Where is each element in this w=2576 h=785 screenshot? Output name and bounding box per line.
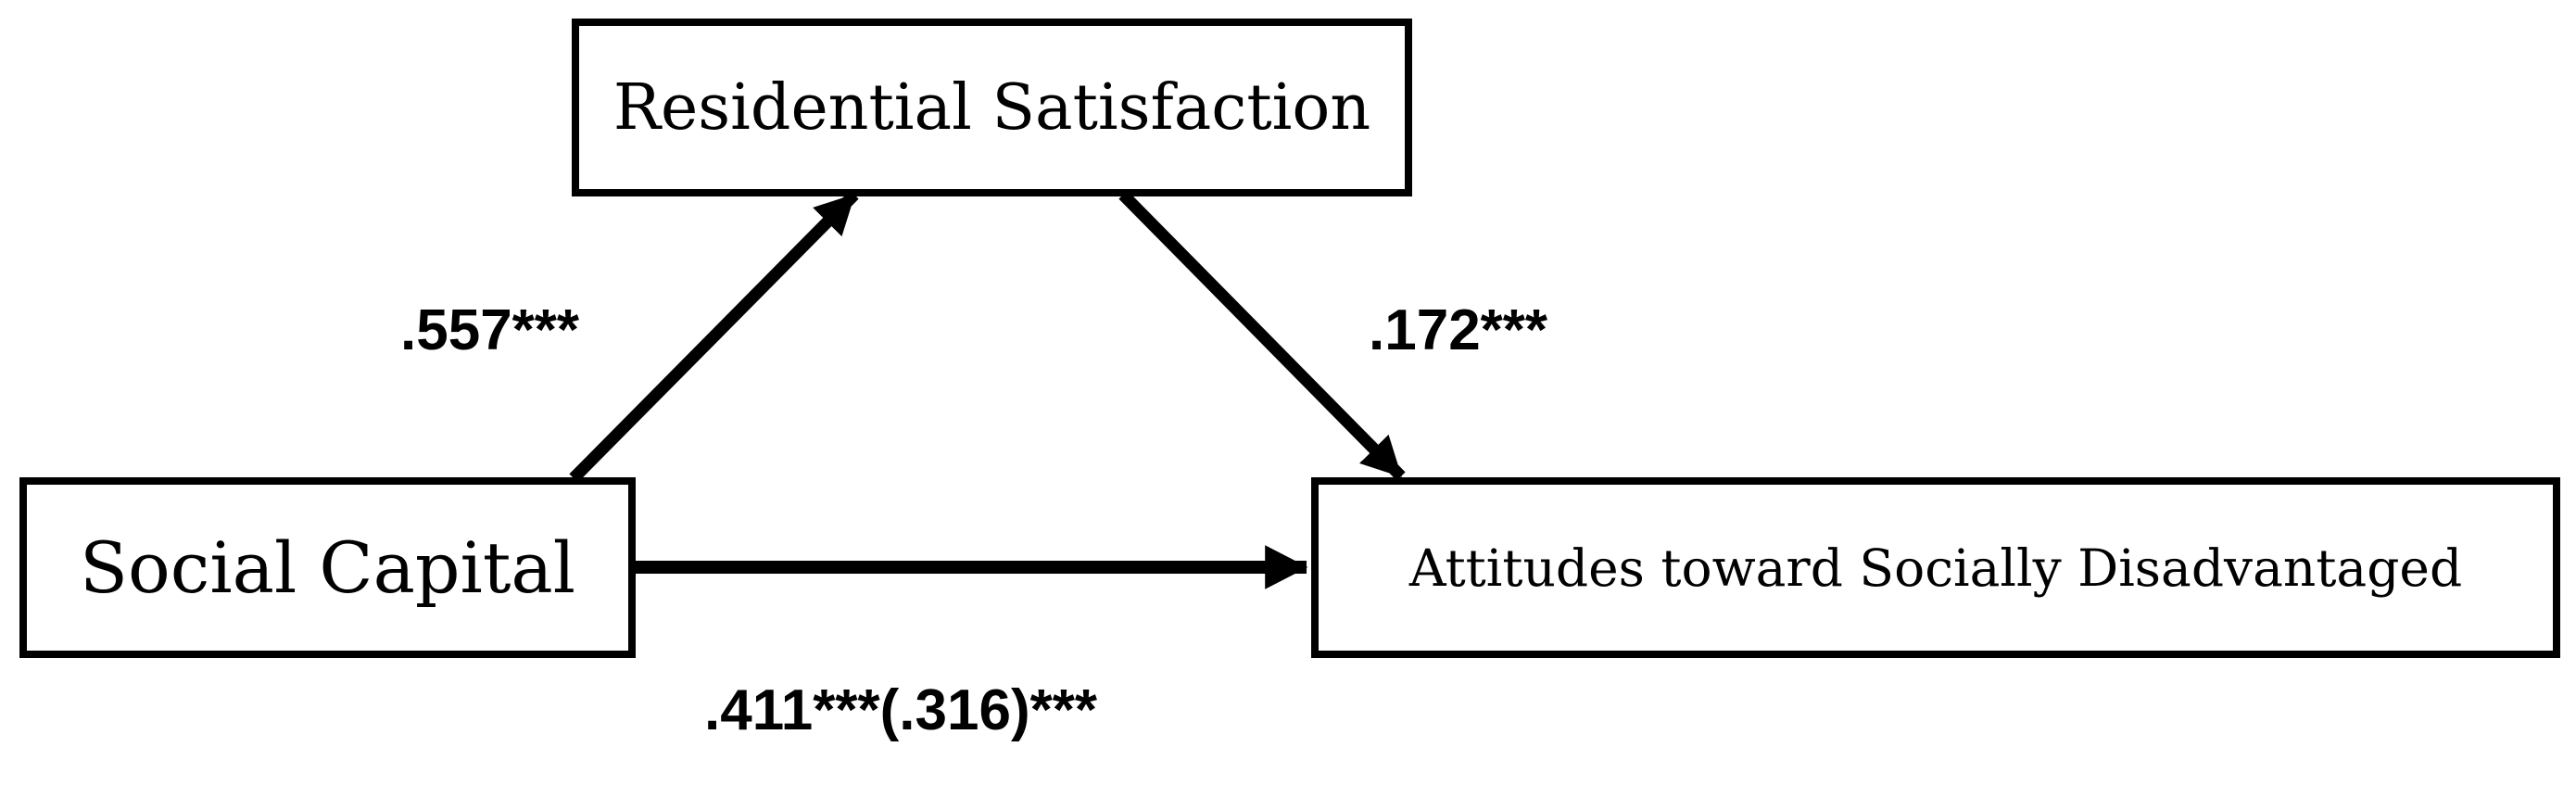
arrow-a-path: [569, 190, 859, 483]
path-coefficient-b: .172***: [1369, 298, 1548, 362]
node-attitudes-toward-socially-disadvantaged: Attitudes toward Socially Disadvantaged: [1311, 477, 2560, 658]
node-social-capital: Social Capital: [19, 477, 636, 658]
path-coefficient-c: .411***(.316)***: [704, 678, 1097, 742]
node-label: Social Capital: [79, 526, 576, 609]
node-label: Attitudes toward Socially Disadvantaged: [1408, 538, 2463, 598]
arrow-b-path: [1118, 190, 1406, 481]
node-label: Residential Satisfaction: [612, 70, 1371, 145]
path-coefficient-a: .557***: [400, 298, 580, 362]
node-residential-satisfaction: Residential Satisfaction: [572, 19, 1412, 196]
